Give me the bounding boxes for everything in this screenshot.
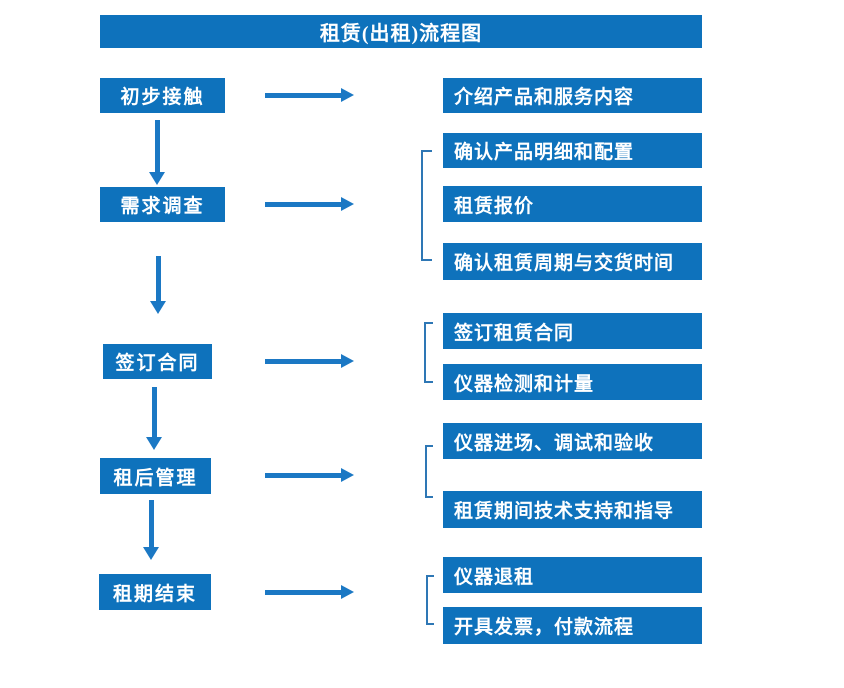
group-bracket-rental-end bbox=[426, 575, 434, 625]
flow-arrow-down-2 bbox=[150, 256, 166, 314]
flow-arrow-right-5 bbox=[265, 585, 354, 599]
detail-box-rental-quotation: 租赁报价 bbox=[443, 186, 702, 222]
flow-arrow-right-1 bbox=[265, 88, 354, 102]
flow-arrow-right-3 bbox=[265, 354, 354, 368]
detail-box-instrument-inspection-metering: 仪器检测和计量 bbox=[443, 364, 702, 400]
detail-box-confirm-product-details-config: 确认产品明细和配置 bbox=[443, 133, 702, 168]
detail-box-confirm-rental-period-delivery: 确认租赁周期与交货时间 bbox=[443, 243, 702, 280]
detail-box-introduce-products-services: 介绍产品和服务内容 bbox=[443, 78, 702, 113]
flow-arrow-right-2 bbox=[265, 197, 354, 211]
flow-arrow-down-3 bbox=[146, 387, 162, 450]
stage-box-demand-survey: 需求调查 bbox=[100, 187, 225, 222]
page-title: 租赁(出租)流程图 bbox=[100, 15, 702, 48]
detail-box-invoice-payment-process: 开具发票，付款流程 bbox=[443, 607, 702, 644]
flow-arrow-down-4 bbox=[143, 500, 159, 560]
detail-box-instrument-return: 仪器退租 bbox=[443, 557, 702, 593]
stage-box-sign-contract: 签订合同 bbox=[103, 344, 212, 379]
detail-box-technical-support-guidance: 租赁期间技术支持和指导 bbox=[443, 491, 702, 528]
group-bracket-sign-contract bbox=[424, 322, 433, 383]
detail-box-instrument-entry-debug-acceptance: 仪器进场、调试和验收 bbox=[443, 423, 702, 459]
flow-arrow-down-1 bbox=[149, 120, 165, 185]
group-bracket-post-rental bbox=[425, 445, 433, 498]
stage-box-rental-end: 租期结束 bbox=[99, 574, 211, 610]
stage-box-post-rental-management: 租后管理 bbox=[100, 458, 211, 494]
flow-arrow-right-4 bbox=[265, 468, 354, 482]
group-bracket-demand-survey bbox=[421, 150, 432, 261]
detail-box-sign-rental-contract: 签订租赁合同 bbox=[443, 313, 702, 349]
stage-box-initial-contact: 初步接触 bbox=[100, 78, 225, 113]
